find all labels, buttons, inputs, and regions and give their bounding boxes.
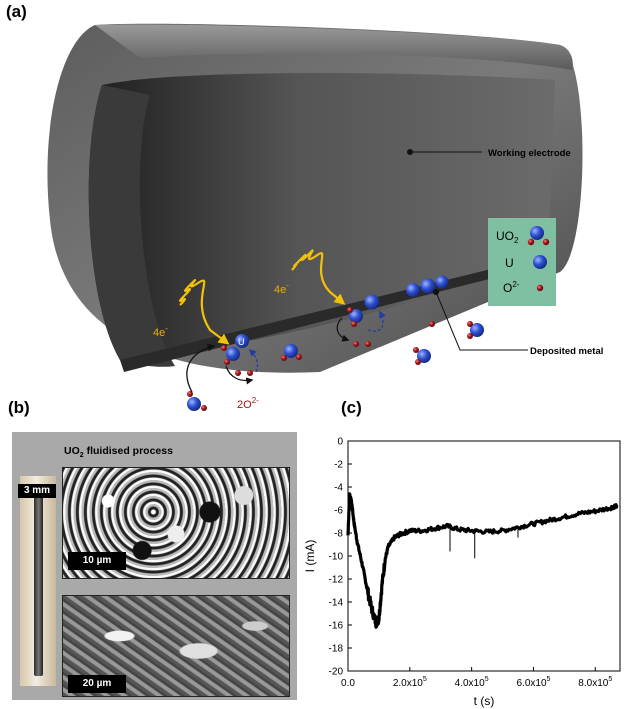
svg-text:O2-: O2- bbox=[503, 280, 520, 295]
electrons-left-label: 4e bbox=[153, 327, 165, 339]
electron-path-right bbox=[291, 249, 346, 305]
legend-o-text: O bbox=[503, 281, 512, 295]
y-tick-label: -20 bbox=[329, 667, 344, 678]
x-tick-label: 2.0x105 bbox=[393, 676, 427, 689]
y-tick-label: -14 bbox=[329, 598, 344, 609]
y-tick-label: -16 bbox=[329, 621, 344, 632]
uranium-atom bbox=[235, 334, 249, 348]
y-tick-label: -8 bbox=[334, 529, 343, 540]
svg-text:U: U bbox=[238, 337, 245, 347]
y-tick-label: -2 bbox=[334, 460, 343, 471]
rod-scale-bar: 3 mm bbox=[18, 484, 56, 498]
micrograph-title: UO2 fluidised process bbox=[64, 445, 173, 460]
x-tick-label: 6.0x105 bbox=[516, 676, 550, 689]
micrograph-panel: UO2 fluidised process 3 mm 10 µm 20 µm bbox=[12, 432, 297, 700]
rod-photo bbox=[20, 476, 56, 686]
y-tick-label: -18 bbox=[329, 644, 344, 655]
x-tick-label: 4.0x105 bbox=[455, 676, 489, 689]
electron-path-left bbox=[178, 278, 230, 345]
legend-uo2-text: UO bbox=[496, 229, 514, 243]
working-electrode-label: Working electrode bbox=[488, 148, 571, 159]
panel-a-label: (a) bbox=[6, 2, 27, 21]
scale-bar-top: 10 µm bbox=[68, 552, 126, 570]
legend-u-text: U bbox=[505, 256, 514, 270]
y-axis-label: I (mA) bbox=[303, 540, 317, 573]
y-tick-label: -10 bbox=[329, 552, 344, 563]
x-tick-label: 0.0 bbox=[341, 678, 355, 689]
panel-c-label: (c) bbox=[341, 398, 362, 417]
current-trace bbox=[346, 492, 619, 629]
y-tick-label: -12 bbox=[329, 575, 344, 586]
svg-text:UO2: UO2 bbox=[496, 229, 519, 245]
plot-frame bbox=[347, 440, 621, 672]
x-axis-label: t (s) bbox=[474, 694, 495, 708]
electrode-schematic: Working electrode UO2 U O2- Deposited me… bbox=[47, 23, 603, 411]
oxide-product-label: 2O bbox=[237, 399, 252, 411]
panel-b-label: (b) bbox=[8, 398, 30, 417]
current-time-chart: 0 -2 -4 -6 -8 -10 -12 -14 -16 -18 -200.0 2.0x105 4.0… bbox=[303, 437, 621, 708]
svg-text:4e-: 4e- bbox=[274, 281, 289, 296]
x-tick-label: 8.0x105 bbox=[578, 676, 612, 689]
electrode-rim bbox=[88, 85, 175, 367]
uo2-molecules bbox=[187, 294, 484, 411]
y-tick-label: -4 bbox=[334, 483, 343, 494]
scale-bar-bottom: 20 µm bbox=[68, 675, 126, 693]
y-tick-label: 0 bbox=[337, 437, 343, 448]
svg-text:4e-: 4e- bbox=[153, 324, 168, 339]
y-tick-label: -6 bbox=[334, 506, 343, 517]
svg-text:2O2-: 2O2- bbox=[237, 396, 259, 411]
electrons-right-label: 4e bbox=[274, 284, 286, 296]
deposited-metal-label: Deposited metal bbox=[530, 346, 603, 357]
electrode-top-edge bbox=[95, 24, 573, 70]
